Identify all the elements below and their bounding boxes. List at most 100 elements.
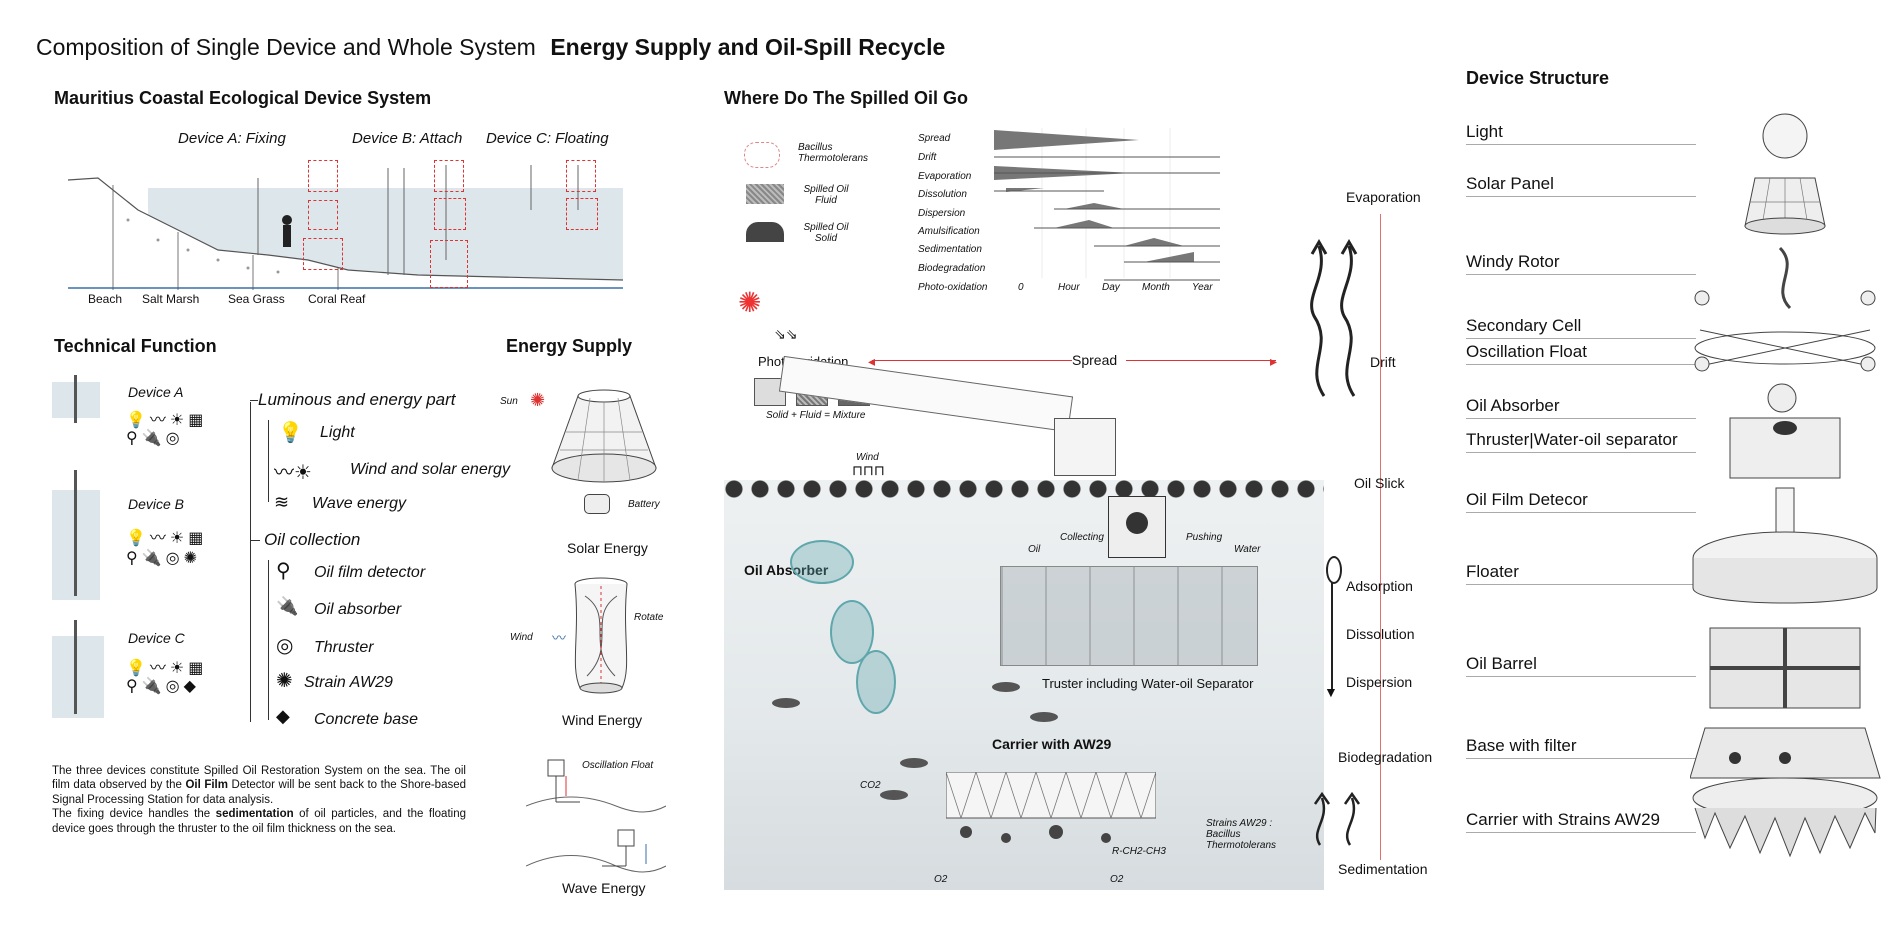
oil-slick-surface [724, 474, 1324, 504]
truster-separator [1000, 566, 1258, 666]
coastal-section-diagram [68, 165, 624, 295]
proc-amulsification: Amulsification [918, 226, 980, 237]
device-c-label: Device C: Floating [486, 130, 609, 147]
device-b-label: Device B: Attach [352, 130, 463, 147]
device-c-icons: 💡〰☀▦ [126, 660, 208, 677]
absorber-cluster-3 [856, 650, 896, 714]
carrier-label: Carrier with AW29 [992, 736, 1112, 752]
wave-energy-label: Wave Energy [562, 880, 646, 896]
stage-evaporation: Evaporation [1346, 189, 1421, 205]
device-core [1126, 512, 1148, 534]
energy-heading: Energy Supply [506, 336, 633, 356]
strains-label: Strains AW29 : Bacillus Thermotolerans [1206, 818, 1277, 851]
part-floater: Floater [1466, 562, 1696, 585]
proc-evaporation: Evaporation [918, 171, 972, 182]
zone-salt-marsh: Salt Marsh [142, 292, 200, 306]
desc-p1c: Detector will be sent back to the Shore-… [52, 779, 467, 806]
proc-biodegradation: Biodegradation [918, 263, 986, 274]
func-wave: Wave energy [312, 495, 406, 512]
process-timeline-chart [994, 128, 1220, 281]
osc-label: Oscillation Float [582, 760, 654, 771]
title-light: Composition of Single Device and Whole S… [36, 34, 536, 60]
stage-adsorption: Adsorption [1346, 578, 1413, 594]
device-b-highlight-1 [434, 160, 464, 192]
part-base-filter: Base with filter [1466, 736, 1696, 759]
func-thruster: Thruster [314, 639, 374, 656]
rch-label: R-CH2-CH3 [1112, 846, 1166, 857]
stage-dissolution: Dissolution [1346, 626, 1415, 642]
droplet-icon [1326, 556, 1342, 584]
collector-box [1054, 418, 1116, 476]
absorber-icon: 🔌 [276, 596, 299, 616]
process-axis [1380, 214, 1381, 860]
func-absorber: Oil absorber [314, 601, 402, 618]
fish-4 [900, 758, 928, 768]
bacillus-swatch [744, 142, 780, 168]
part-secondary-cell: Secondary Cell [1466, 316, 1696, 339]
o2-label-1: O2 [934, 874, 948, 885]
fish-1 [772, 698, 800, 708]
part-oil-barrel: Oil Barrel [1466, 654, 1696, 677]
zone-sea-grass: Sea Grass [228, 292, 285, 306]
wind-label: Wind [510, 632, 533, 643]
arrows-icon: ⇘⇘ [774, 326, 798, 342]
device-c-thumb [52, 636, 104, 718]
device-c-highlight-1 [566, 160, 596, 192]
page-title: Composition of Single Device and Whole S… [36, 34, 945, 61]
wave-energy-drawing [526, 759, 666, 873]
wind-solar-icon: 〰☀ [274, 462, 312, 484]
oil-label: Oil [1028, 544, 1041, 555]
time-year: Year [1192, 282, 1213, 293]
device-a-highlight-1 [308, 160, 338, 192]
fish-3 [1030, 712, 1058, 722]
battery-label: Battery [628, 499, 660, 510]
wind-energy-label: Wind Energy [562, 712, 643, 728]
photo-sun-icon: ✺ [738, 287, 762, 318]
device-a-icons: 💡〰☀▦ [126, 412, 208, 429]
proc-sedimentation: Sedimentation [918, 244, 982, 255]
fish-5 [880, 790, 908, 800]
solar-energy-label: Solar Energy [567, 540, 648, 556]
legend-solid: Spilled Oil Solid [803, 222, 849, 244]
sun-label: Sun [500, 396, 518, 407]
spill-heading: Where Do The Spilled Oil Go [724, 88, 969, 108]
part-solar-panel: Solar Panel [1466, 174, 1696, 197]
strain-icon: ✺ [276, 670, 293, 692]
device-a-label: Device A: Fixing [178, 130, 286, 147]
time-day: Day [1102, 282, 1120, 293]
device-c-highlight-2 [566, 198, 598, 230]
spread-line-left [872, 360, 1072, 361]
part-oil-absorber: Oil Absorber [1466, 396, 1696, 419]
device-a-icons-2: ⚲🔌◎ [126, 430, 184, 447]
pushing-label: Pushing [1186, 532, 1223, 543]
time-month: Month [1142, 282, 1170, 293]
device-b-icons-2: ⚲🔌◎✺ [126, 550, 202, 567]
device-a-highlight-3 [303, 238, 343, 270]
spread-arrow-right: ▸ [1270, 353, 1278, 369]
mixture-label: Solid + Fluid = Mixture [766, 410, 866, 421]
part-oscillation-float: Oscillation Float [1466, 342, 1696, 365]
proc-spread: Spread [918, 133, 951, 144]
co2-label: CO2 [860, 780, 881, 791]
exploded-device-drawing [1690, 113, 1881, 858]
desc-p2a: The fixing device handles the [52, 808, 216, 821]
proc-photo-oxidation: Photo-oxidation [918, 282, 988, 293]
absorber-cluster-1 [790, 540, 854, 584]
wind-scene-label: Wind [856, 452, 879, 463]
spread-label: Spread [1072, 352, 1118, 368]
tree-tick-2 [250, 540, 260, 541]
device-a-mast [74, 375, 77, 423]
carrier-structure [946, 772, 1156, 843]
fish-2 [992, 682, 1020, 692]
battery-icon [584, 494, 610, 514]
part-carrier: Carrier with Strains AW29 [1466, 810, 1696, 833]
tech-device-b: Device B [128, 496, 185, 512]
tree-line-sub2 [268, 560, 269, 720]
tree-line-sub1 [268, 420, 269, 502]
solar-panel-drawing [551, 389, 657, 483]
description-text: The three devices constitute Spilled Oil… [52, 764, 466, 836]
dispersion-arrow [1331, 582, 1333, 692]
stage-dispersion: Dispersion [1346, 674, 1413, 690]
time-hour: Hour [1058, 282, 1080, 293]
technical-heading: Technical Function [54, 336, 217, 356]
